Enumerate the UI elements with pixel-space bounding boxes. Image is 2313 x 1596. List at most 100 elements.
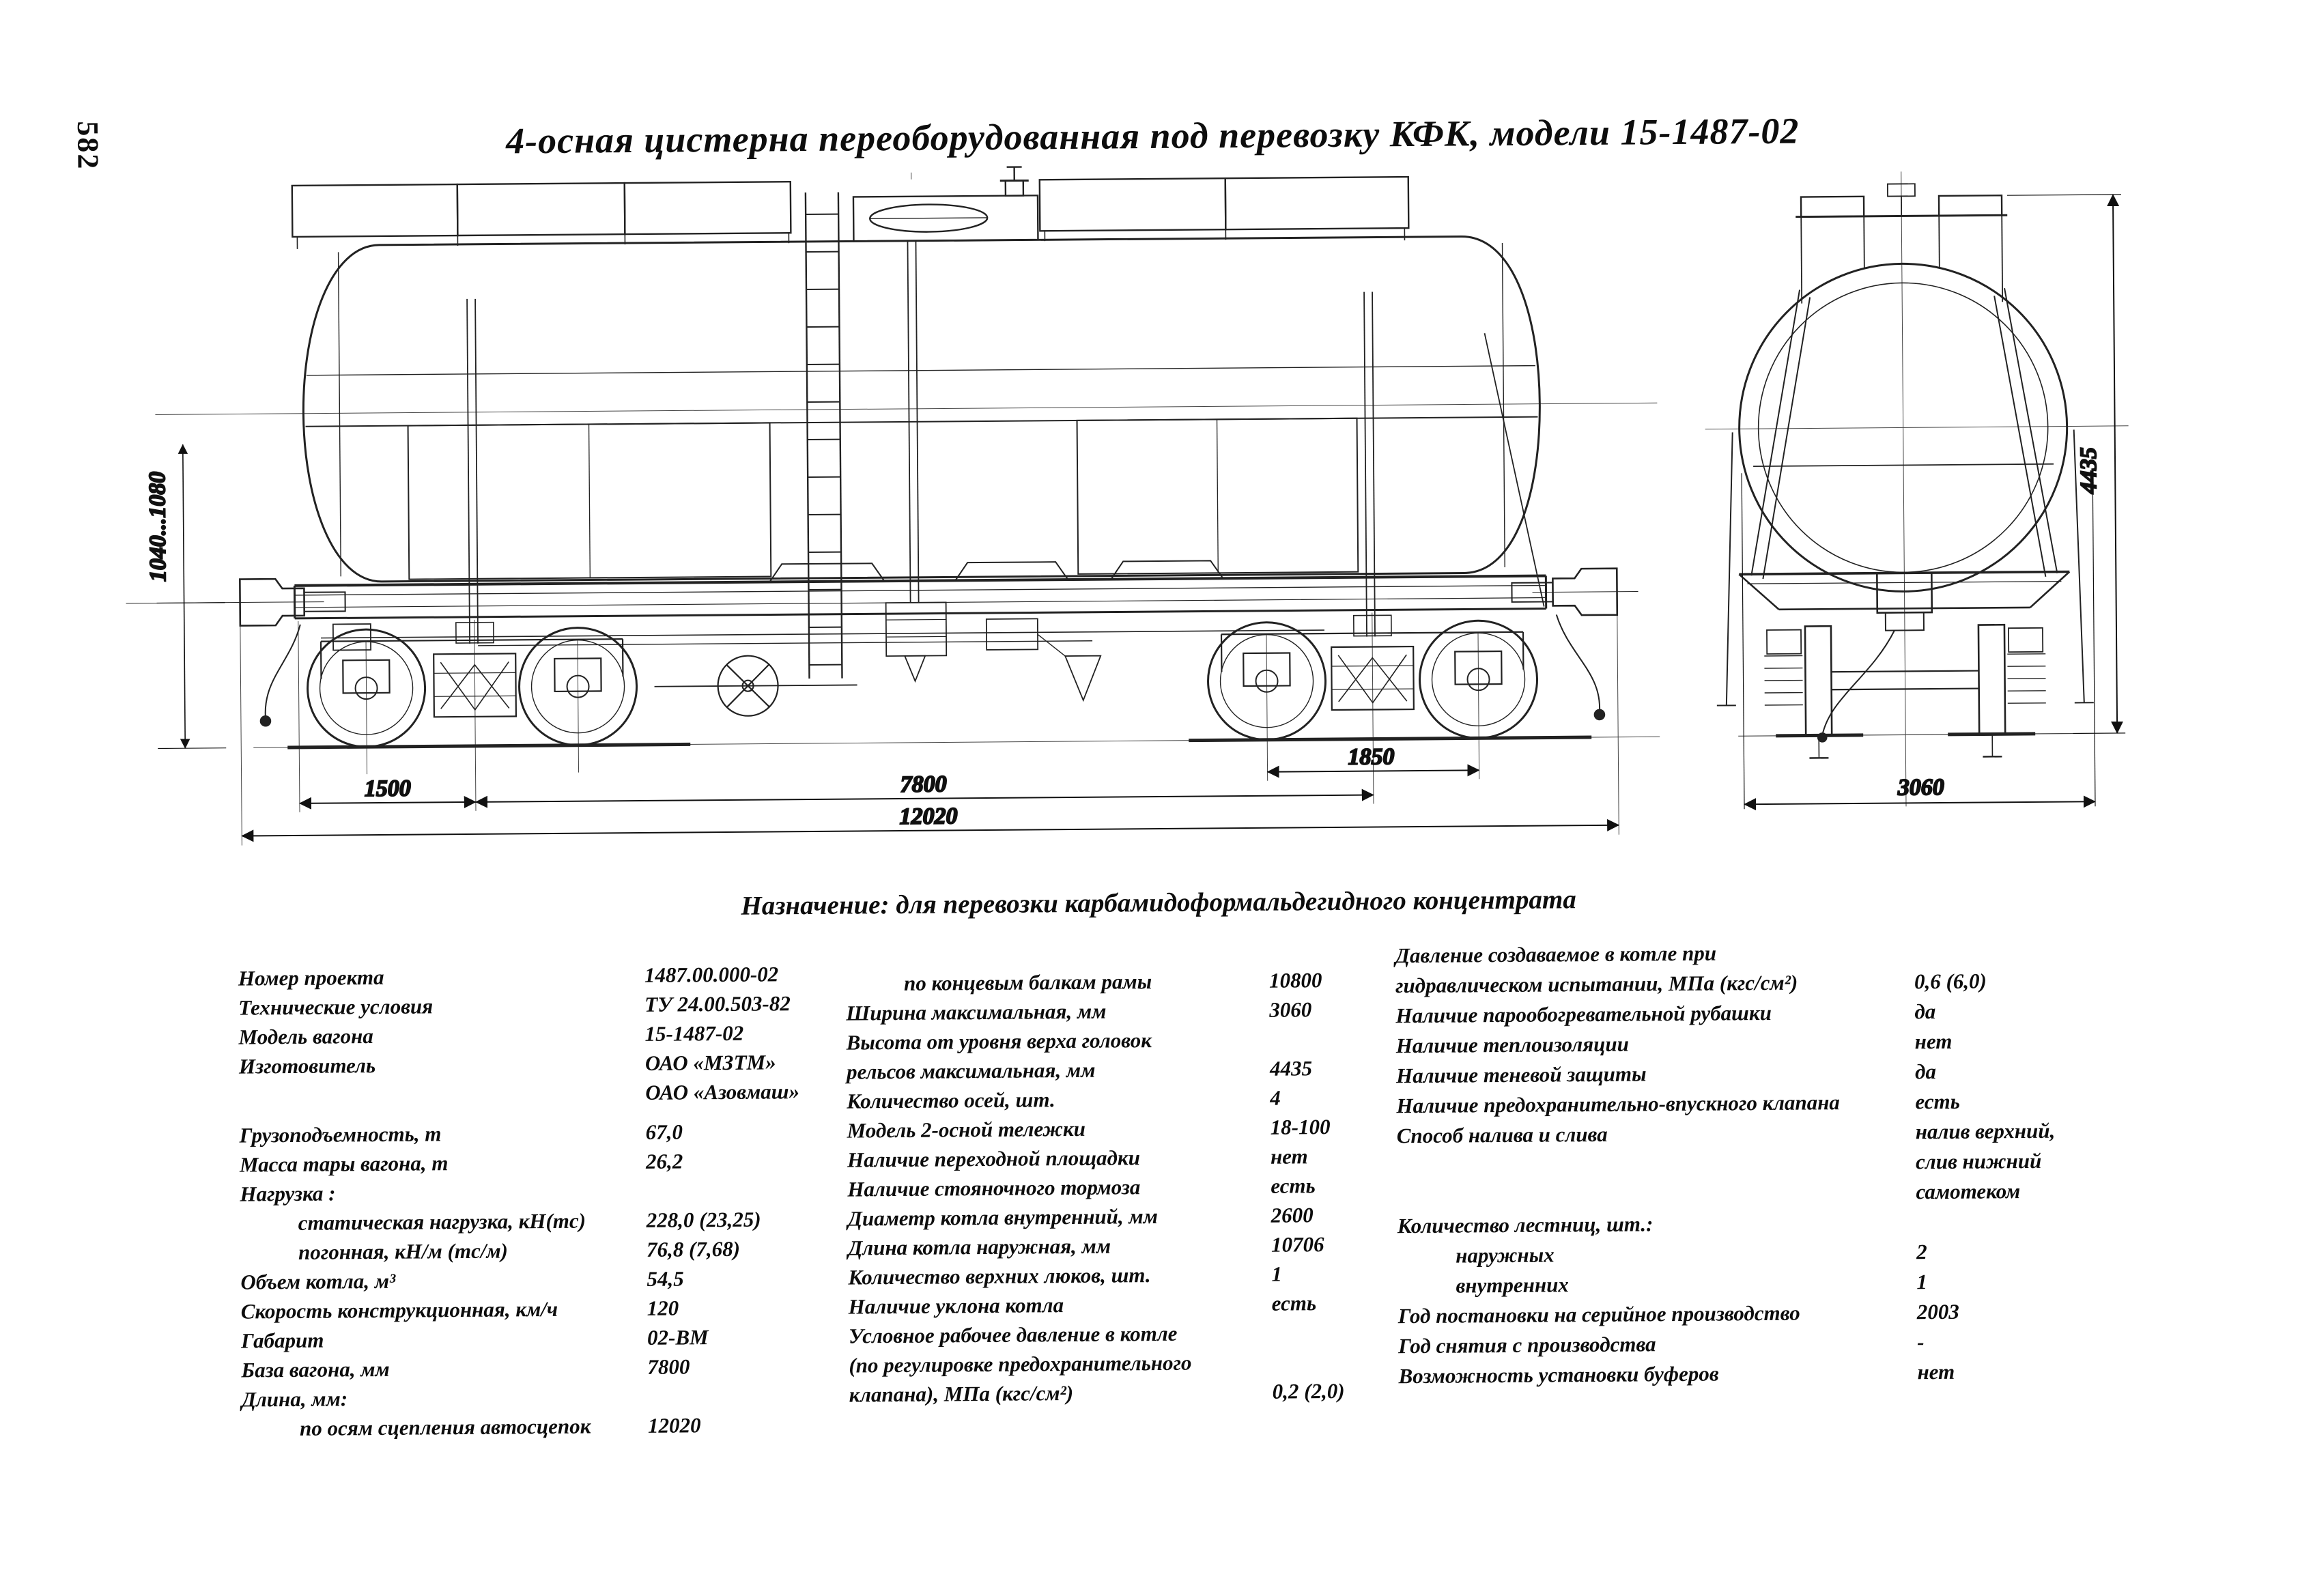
left-bogie	[307, 621, 637, 747]
spec-label: внутренних	[1456, 1272, 1569, 1298]
spec-row: Высота от уровня верха головок	[847, 1026, 1434, 1060]
spec-value: налив верхний,	[1916, 1119, 2056, 1145]
spec-label: Модель 2-осной тележки	[847, 1117, 1086, 1143]
dim-label-1500: 1500	[365, 776, 411, 802]
spec-row: Модель вагона 15-1487-02	[238, 1021, 825, 1055]
dim-label-3060: 3060	[1897, 775, 1944, 801]
spec-label: База вагона, мм	[241, 1357, 390, 1383]
spec-label: Длина, мм:	[242, 1386, 348, 1412]
spec-label: Изготовитель	[239, 1053, 375, 1079]
spec-value: 0,6 (6,0)	[1914, 969, 1987, 994]
dim-label-4435: 4435	[2076, 447, 2102, 494]
spec-label: по концевым балкам рамы	[904, 969, 1152, 996]
spec-value: да	[1915, 1059, 1936, 1084]
spec-row: рельсов максимальная, мм 4435	[847, 1055, 1434, 1089]
spec-value: 15-1487-02	[644, 1021, 743, 1046]
spec-value: нет	[1917, 1360, 1955, 1384]
spec-label: по осям сцепления автосцепок	[300, 1414, 591, 1441]
spec-value: 3060	[1269, 997, 1311, 1022]
spec-row: статическая нагрузка, кН(тс) 228,0 (23,2…	[240, 1207, 827, 1241]
spec-value: 10800	[1269, 968, 1322, 993]
spec-label: статическая нагрузка, кН(тс)	[298, 1209, 586, 1236]
spec-value: слив нижний	[1916, 1149, 2041, 1174]
spec-value: нет	[1915, 1029, 1953, 1054]
spec-row: Количество верхних люков, шт. 1	[848, 1261, 1435, 1295]
spec-label: Диаметр котла внутренний, мм	[848, 1204, 1159, 1231]
spec-label: (по регулировке предохранительного	[849, 1351, 1191, 1378]
spec-label: Модель вагона	[238, 1024, 373, 1050]
spec-label: Наличие стояночного тормоза	[847, 1175, 1140, 1201]
spec-value: 1	[1271, 1262, 1282, 1287]
spec-value: 1487.00.000-02	[644, 962, 779, 988]
spec-label: Высота от уровня верха головок	[847, 1028, 1152, 1055]
spec-row: Наличие стояночного тормоза есть	[847, 1173, 1434, 1207]
spec-value: 12020	[648, 1413, 701, 1438]
spec-label: Габарит	[241, 1328, 324, 1354]
spec-value: самотеком	[1916, 1179, 2020, 1204]
dim-label-7800: 7800	[900, 771, 947, 797]
side-view	[123, 162, 1661, 846]
spec-value: ОАО «МЗТМ»	[645, 1050, 776, 1076]
spec-value: 4435	[1270, 1056, 1312, 1081]
coupler-right	[1485, 332, 1639, 720]
spec-value: 0,2 (2,0)	[1273, 1379, 1345, 1404]
spec-row: Возможность установки буферов нет	[1398, 1357, 2306, 1394]
spec-label: Длина котла наружная, мм	[848, 1234, 1111, 1261]
spec-value: ТУ 24.00.503-82	[644, 991, 791, 1017]
spec-row: Габарит 02-ВМ	[241, 1324, 828, 1358]
spec-label: Скорость конструкционная, км/ч	[241, 1297, 558, 1324]
spec-label: Давление создаваемое в котле при	[1395, 941, 1717, 969]
spec-label: Год постановки на серийное производство	[1398, 1301, 1800, 1329]
spec-column-2: по концевым балкам рамы 10800 Ширина мак…	[846, 967, 1436, 1412]
safety-valve-icon	[1000, 167, 1029, 195]
spec-value: 4	[1270, 1086, 1281, 1111]
spec-label: Нагрузка :	[240, 1181, 335, 1206]
spec-row: клапана), МПа (кгс/см²) 0,2 (2,0)	[849, 1378, 1436, 1412]
spec-label: Технические условия	[238, 994, 433, 1020]
spec-label: Год снятия с производства	[1398, 1332, 1656, 1358]
spec-value: 2003	[1917, 1300, 1959, 1324]
spec-row: Модель 2-осной тележки 18-100	[847, 1114, 1434, 1148]
spec-row: Технические условия ТУ 24.00.503-82	[238, 991, 825, 1025]
dim-label-1850: 1850	[1348, 744, 1394, 770]
end-view	[1703, 170, 2131, 808]
spec-label: Номер проекта	[238, 965, 384, 991]
hatch-dome	[853, 167, 1038, 241]
technical-drawing: 1040...1080 1850 1500 7800 12020 3060 44…	[0, 0, 2313, 883]
spec-value: 76,8 (7,68)	[647, 1237, 740, 1262]
coupler-left	[126, 578, 346, 727]
spec-value: ОАО «Азовмаш»	[645, 1079, 799, 1105]
spec-value: 7800	[647, 1354, 690, 1379]
spec-row: Длина, мм:	[242, 1383, 829, 1417]
underframe	[294, 576, 1546, 707]
spec-row: Наличие переходной площадки нет	[847, 1143, 1434, 1178]
spec-row: База вагона, мм 7800	[241, 1354, 828, 1388]
spec-label: наружных	[1456, 1242, 1555, 1268]
spec-label: гидравлическом испытании, МПа (кгс/см²)	[1395, 971, 1798, 999]
spec-value: 18-100	[1271, 1115, 1331, 1140]
spec-value: 120	[647, 1296, 679, 1321]
spec-value: 228,0 (23,25)	[647, 1208, 761, 1233]
spec-label: Наличие теневой защиты	[1396, 1061, 1647, 1088]
spec-row: по концевым балкам рамы 10800	[846, 967, 1433, 1001]
spec-row: Объем котла, м³ 54,5	[240, 1266, 827, 1300]
spec-label: погонная, кН/м (тс/м)	[298, 1238, 508, 1264]
spec-row: Длина котла наружная, мм 10706	[848, 1231, 1435, 1266]
spec-label: Наличие парообогревательной рубашки	[1395, 1001, 1772, 1028]
spec-row: погонная, кН/м (тс/м) 76,8 (7,68)	[240, 1236, 827, 1270]
spec-value: есть	[1271, 1173, 1316, 1199]
spec-label: Наличие предохранительно-впускного клапа…	[1396, 1090, 1840, 1118]
spec-label: Способ налива и слива	[1397, 1122, 1608, 1148]
spec-row: Условное рабочее давление в котле	[849, 1320, 1436, 1354]
spec-label: Наличие теплоизоляции	[1396, 1032, 1629, 1059]
spec-label: Возможность установки буферов	[1398, 1362, 1718, 1389]
drain-pipes	[466, 238, 1375, 685]
spec-row: Диаметр котла внутренний, мм 2600	[848, 1202, 1435, 1236]
spec-value: -	[1917, 1330, 1925, 1354]
spec-row: (по регулировке предохранительного	[849, 1349, 1436, 1383]
spec-label: Ширина максимальная, мм	[846, 999, 1106, 1026]
spec-label: Условное рабочее давление в котле	[849, 1322, 1178, 1349]
spec-label: Количество осей, шт.	[847, 1087, 1055, 1113]
shadow-protection-panels	[408, 418, 1359, 580]
spec-label: Объем котла, м³	[240, 1269, 395, 1295]
